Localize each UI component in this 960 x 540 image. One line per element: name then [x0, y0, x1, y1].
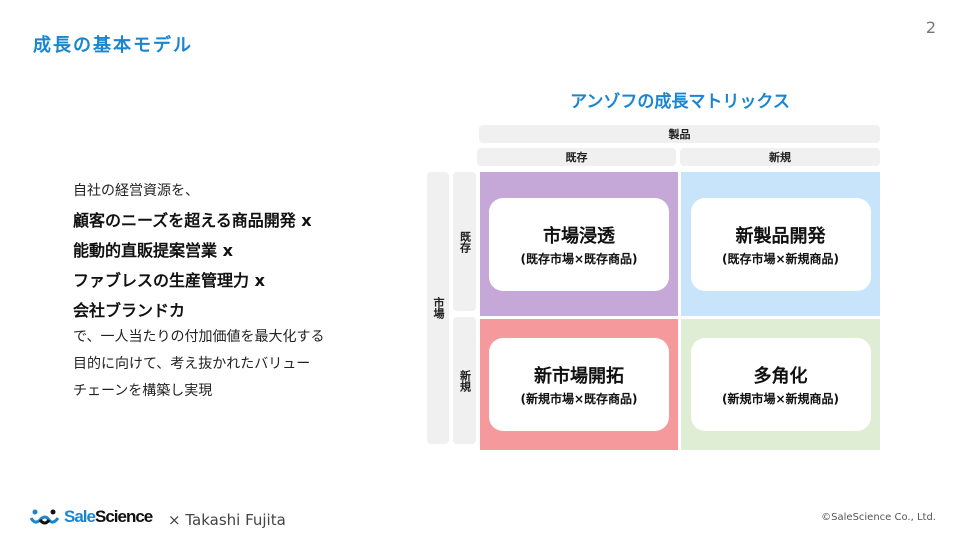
cell-diversification: 多角化 (新規市場×新規商品) — [681, 319, 880, 450]
product-col-new: 新規 — [680, 148, 880, 166]
copyright: ©SaleScience Co., Ltd. — [821, 512, 936, 523]
people-logo-icon — [30, 509, 60, 525]
cell-subtitle: (既存市場×新規商品) — [721, 251, 840, 266]
cell-title: 多角化 — [753, 366, 808, 387]
market-header: 市場 — [427, 172, 449, 444]
page-number: 2 — [925, 18, 936, 37]
salescience-logo: SaleScience — [30, 507, 153, 527]
product-header: 製品 — [479, 125, 880, 143]
matrix-title: アンゾフの成長マトリックス — [570, 92, 790, 112]
cell-subtitle: (既存市場×既存商品) — [520, 251, 638, 266]
outro-line: チェーンを構築し実現 — [73, 383, 213, 399]
bold-line: 能動的直販提案営業 x — [73, 241, 233, 260]
author: × Takashi Fujita — [168, 511, 286, 529]
brand-science: Science — [94, 507, 153, 526]
bold-line: 顧客のニーズを超える商品開発 x — [73, 211, 312, 230]
market-row-existing: 既存 — [453, 172, 476, 311]
bold-line: 会社ブランドカ — [73, 301, 186, 320]
outro-line: 目的に向けて、考え抜かれたバリュー — [73, 356, 311, 372]
cell-title: 新製品開発 — [735, 225, 826, 247]
slide-title: 成長の基本モデル — [33, 35, 193, 56]
market-row-new: 新規 — [453, 317, 476, 444]
outro-line: で、一人当たりの付加価値を最大化する — [73, 329, 325, 345]
intro-text: 自社の経営資源を、 — [73, 183, 199, 199]
cell-market-penetration: 市場浸透 (既存市場×既存商品) — [480, 172, 678, 316]
bold-line: ファブレスの生産管理力 x — [73, 271, 265, 290]
cell-market-development: 新市場開拓 (新規市場×既存商品) — [480, 319, 678, 450]
brand-sale: Sale — [64, 507, 96, 526]
product-col-existing: 既存 — [477, 148, 676, 166]
cell-subtitle: (新規市場×既存商品) — [520, 392, 638, 406]
cell-subtitle: (新規市場×新規商品) — [721, 392, 840, 406]
cell-product-development: 新製品開発 (既存市場×新規商品) — [681, 172, 880, 316]
cell-title: 市場浸透 — [543, 225, 615, 247]
cell-title: 新市場開拓 — [534, 366, 624, 387]
